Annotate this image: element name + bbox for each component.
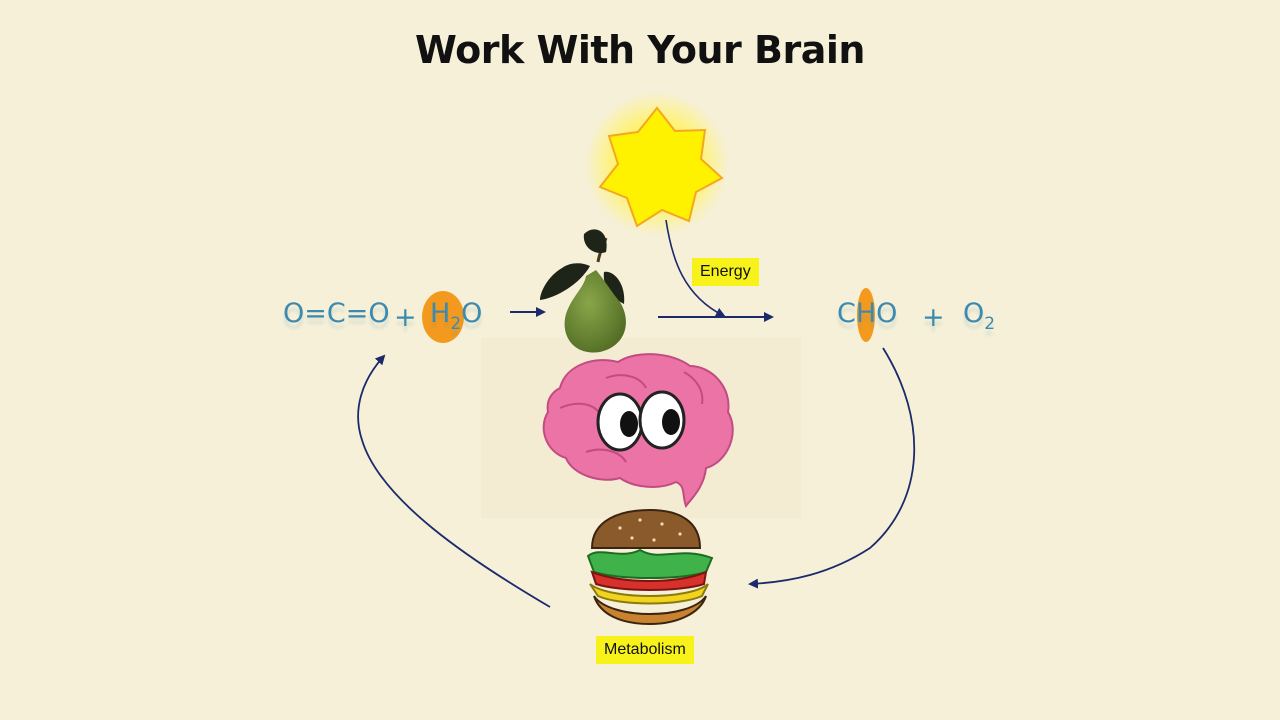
cho-o: O (876, 298, 898, 329)
product-metabolism-arrow (748, 347, 916, 589)
pear-icon (540, 229, 626, 353)
oxygen-o: O (963, 298, 985, 329)
water-subscript: 2 (450, 314, 462, 334)
plus-sign-right: + (922, 302, 945, 333)
water-h: H (430, 298, 451, 329)
plus-sign-left: + (394, 302, 417, 333)
cho-highlight (857, 288, 875, 342)
metabolism-label: Metabolism (596, 636, 694, 664)
sun-icon (585, 92, 729, 236)
water-highlight (422, 291, 464, 343)
water-o: O (461, 298, 483, 329)
brain-icon (542, 353, 734, 509)
water-formula: H2O (430, 298, 482, 334)
cho-h: H (855, 298, 877, 329)
metabolism-reactant-arrow (357, 354, 551, 608)
cho-c: C (837, 298, 856, 329)
co2-text: O=C=O (283, 298, 390, 329)
co2-formula: O=C=O (283, 298, 390, 329)
oxygen-formula: O2 (963, 298, 995, 334)
oxygen-subscript: 2 (984, 314, 996, 334)
burger-icon (586, 508, 714, 626)
cho-formula: CHO (837, 298, 897, 329)
sun-energy-arrow (665, 219, 726, 317)
page-title: Work With Your Brain (415, 28, 865, 72)
energy-label: Energy (692, 258, 759, 286)
